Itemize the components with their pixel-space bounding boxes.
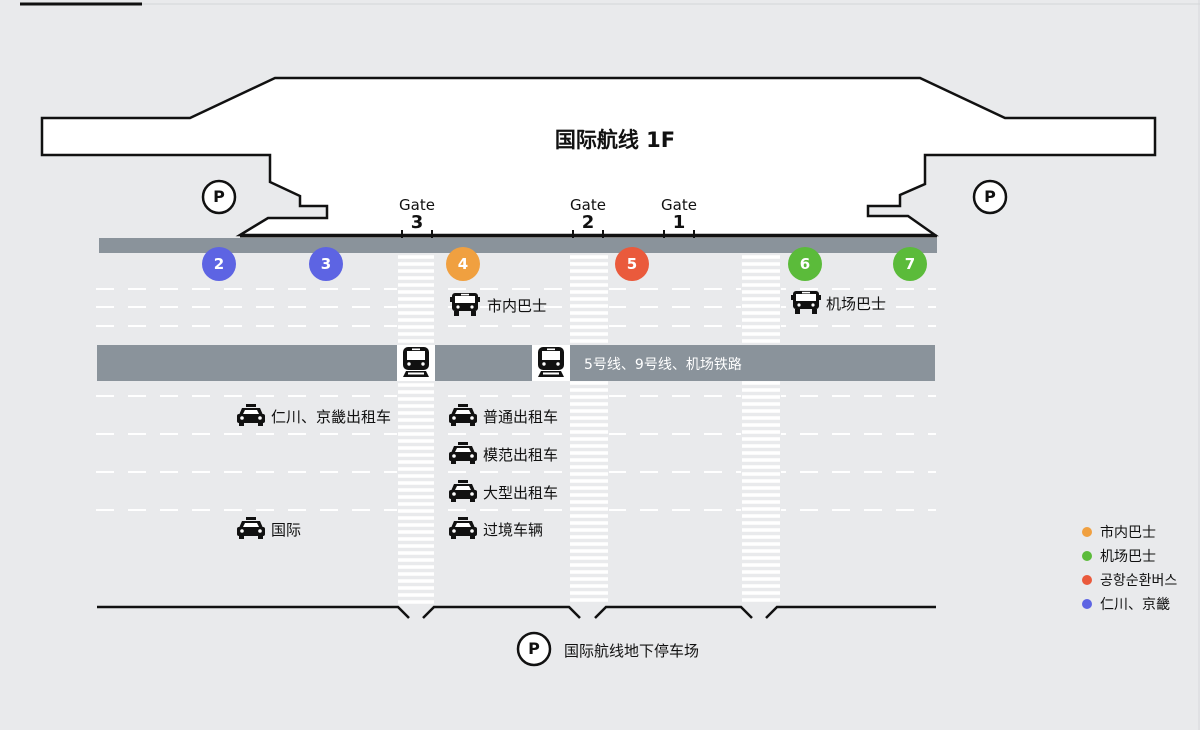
taxi-icon — [449, 480, 477, 502]
train-icon — [403, 347, 429, 377]
legend-dot-green — [1082, 551, 1092, 561]
airport-bus-label[interactable]: 机场巴士 — [826, 295, 887, 313]
taxi-icon — [237, 404, 265, 426]
legend-dot-blue — [1082, 599, 1092, 609]
stop-6[interactable]: 6 — [799, 255, 811, 273]
taxi-icon — [449, 517, 477, 539]
legend-label: 市内巴士 — [1100, 525, 1156, 541]
gate-3-label: Gate — [399, 196, 435, 214]
stop-2[interactable]: 2 — [213, 255, 225, 273]
taxi-icon — [449, 404, 477, 426]
parking-icon — [201, 179, 237, 215]
parking-symbol-right[interactable]: P — [984, 187, 996, 206]
rail-line-label[interactable]: 5号线、9号线、机场铁路 — [584, 357, 742, 373]
gate-2-number: 2 — [581, 212, 595, 233]
lane-dashes — [96, 288, 936, 511]
taxi-icon — [237, 517, 265, 539]
train-icon — [538, 347, 564, 377]
stop-3[interactable]: 3 — [320, 255, 332, 273]
gate-2-label: Gate — [570, 196, 606, 214]
parking-icon — [972, 179, 1008, 215]
taxi-incheon-label[interactable]: 仁川、京畿出租车 — [271, 408, 392, 426]
legend-item-circular-bus: 공항순환버스 — [1082, 568, 1177, 592]
terminal-title: 国际航线 1F — [554, 128, 676, 152]
legend-dot-red — [1082, 575, 1092, 585]
gate-3-number: 3 — [410, 212, 424, 233]
legend-item-city-bus: 市内巴士 — [1082, 520, 1177, 544]
parking-icon — [516, 631, 552, 667]
taxi-deluxe-label[interactable]: 模范出租车 — [483, 446, 559, 464]
taxi-transit-label[interactable]: 过境车辆 — [483, 521, 544, 539]
taxi-large-label[interactable]: 大型出租车 — [483, 484, 559, 502]
bus-icon — [450, 293, 480, 316]
upper-road — [99, 238, 937, 253]
parking-symbol-bottom[interactable]: P — [528, 639, 540, 658]
gate-1-label: Gate — [661, 196, 697, 214]
underground-parking-label[interactable]: 国际航线地下停车场 — [564, 642, 700, 660]
city-bus-label[interactable]: 市内巴士 — [487, 297, 548, 315]
parking-symbol-left[interactable]: P — [213, 187, 225, 206]
legend: 市内巴士 机场巴士 공항순환버스 仁川、京畿 — [1082, 520, 1177, 616]
taxi-regular-label[interactable]: 普通出租车 — [483, 408, 559, 426]
stop-7[interactable]: 7 — [904, 255, 916, 273]
terminal-building-outline — [40, 76, 1157, 237]
rail-band — [97, 345, 935, 381]
legend-label: 공항순환버스 — [1100, 573, 1178, 589]
legend-label: 机场巴士 — [1100, 549, 1156, 565]
legend-item-airport-bus: 机场巴士 — [1082, 544, 1177, 568]
legend-label: 仁川、京畿 — [1100, 597, 1170, 613]
bottom-curb — [97, 605, 936, 619]
stop-circles — [202, 247, 927, 281]
stop-4[interactable]: 4 — [457, 255, 469, 273]
taxi-icon — [449, 442, 477, 464]
taxi-international-label[interactable]: 国际 — [271, 521, 302, 539]
legend-dot-orange — [1082, 527, 1092, 537]
legend-item-incheon: 仁川、京畿 — [1082, 592, 1177, 616]
stop-5[interactable]: 5 — [626, 255, 638, 273]
gate-1-number: 1 — [672, 212, 686, 233]
bus-icon — [791, 291, 821, 314]
